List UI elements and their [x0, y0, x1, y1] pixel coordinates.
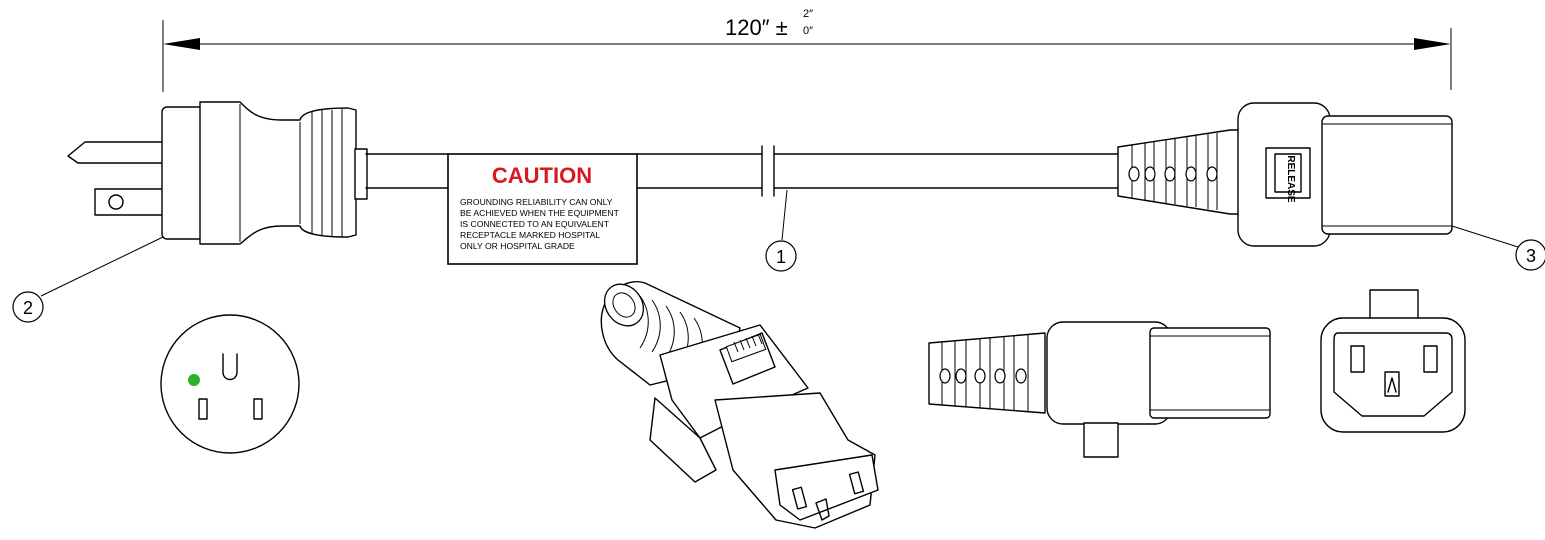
release-latch [1265, 147, 1311, 199]
plug-body [199, 101, 357, 245]
callout-2-number: 2 [23, 298, 33, 318]
plug-face-circle [160, 314, 300, 454]
top-strain-relief [928, 332, 1046, 414]
plug-face [161, 106, 205, 240]
connector-isometric-view [600, 281, 879, 529]
callout-1-number: 1 [776, 247, 786, 267]
caution-text-line-1: GROUNDING RELIABILITY CAN ONLY [460, 197, 613, 207]
front-socket-ground [1384, 371, 1400, 397]
caution-label: CAUTION GROUNDING RELIABILITY CAN ONLY B… [447, 153, 638, 265]
plug-face-view [160, 314, 300, 454]
front-socket-left [1350, 345, 1365, 373]
dimension-arrow-left [163, 38, 200, 50]
front-socket-right [1423, 345, 1438, 373]
callout-3-number: 3 [1526, 246, 1536, 266]
face-blade-right [253, 398, 263, 420]
iso-housing-side [649, 397, 717, 483]
dimension-tolerance-upper: 2″ [803, 8, 813, 20]
iso-socket-right [848, 471, 865, 495]
callout-1: 1 [765, 189, 797, 272]
caution-text-line-2: BE ACHIEVED WHEN THE EQUIPMENT [460, 208, 620, 218]
ground-pin-outline [222, 353, 238, 381]
caution-text-line-5: ONLY OR HOSPITAL GRADE [460, 241, 575, 251]
plug-blade [94, 188, 168, 216]
callout-3: 3 [1451, 225, 1545, 271]
plug-collar [354, 148, 368, 200]
connector-body [1321, 115, 1453, 235]
hospital-grade-plug [67, 101, 368, 245]
caution-text-line-3: IS CONNECTED TO AN EQUIVALENT [460, 219, 610, 229]
overall-length-dimension: 120″ ± 2″ 0″ [162, 8, 1452, 92]
iso-socket-ground [815, 498, 830, 521]
top-body [1149, 327, 1271, 419]
connector-front-view [1320, 289, 1466, 433]
iec-c13-connector: RELEASE [1117, 102, 1453, 247]
hospital-grade-dot [188, 374, 200, 386]
face-blade-left [198, 398, 208, 420]
caution-heading: CAUTION [492, 163, 592, 188]
caution-text-line-4: RECEPTACLE MARKED HOSPITAL [460, 230, 600, 240]
ground-pin [67, 141, 166, 164]
iso-socket-left [791, 486, 808, 510]
dimension-value: 120″ ± [725, 15, 788, 40]
dimension-tolerance-lower: 0″ [803, 25, 813, 37]
release-latch-text: RELEASE [1285, 155, 1296, 203]
blade-hole [108, 194, 124, 210]
connector-top-view [928, 321, 1271, 458]
top-latch-tab [1083, 422, 1119, 458]
power-cable [365, 145, 1119, 197]
dimension-arrow-right [1414, 38, 1451, 50]
callout-2: 2 [12, 236, 164, 323]
